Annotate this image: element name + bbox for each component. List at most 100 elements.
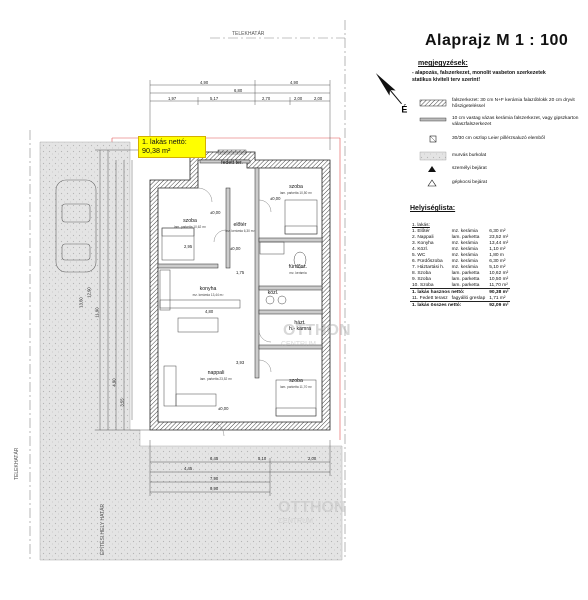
room-sub: mz. kerámia [289, 271, 307, 275]
room-label-fedett-terasz: fedett ter. [221, 160, 243, 166]
dimension-text: 1,75 [236, 270, 245, 275]
notes-body: - alapozás, falszerkezet, monolit vasbet… [412, 70, 546, 83]
room-name: 10. Szoba [412, 282, 434, 288]
terrace-label: 11. Fedett terasz [412, 295, 448, 301]
room-label-konyha: konyha mz. kerámia 13,44 m² [186, 286, 230, 298]
svg-text:CENTRUM: CENTRUM [281, 341, 316, 348]
dimension-text: 3,55 [119, 398, 125, 407]
watermark-logo: OTTHON CENTRUM OTTHON CENTRUM [278, 322, 351, 525]
legend-text-vehicle-entry: gépkocsi bejárat [452, 180, 487, 185]
room-floor: lam. parketta [451, 276, 480, 282]
room-sub: lam. parketta 10,62 m² [174, 225, 206, 229]
terrace-value: 1,71 m² [489, 295, 506, 301]
room-floor: lam. parketta [451, 234, 480, 240]
room-label-szoba-left: szoba lam. parketta 10,62 m² [170, 218, 210, 230]
dimension-text: 4,90 [200, 80, 209, 85]
net-area-label: 1. lakás hasznos nettó: [410, 288, 488, 295]
room-label-hazt: házt. h.- kamra [282, 320, 318, 332]
svg-text:CENTRUM: CENTRUM [278, 518, 313, 525]
room-area: 5,10 m² [489, 264, 506, 270]
room-name: szoba [289, 184, 303, 190]
total-area-label: 1. lakás összes nettó: [410, 301, 488, 308]
dimension-text: 4,45 [184, 466, 193, 471]
room-label-szoba-right: szoba lam. parketta 10,50 m² [276, 184, 316, 196]
room-floor: mz. kerámia [451, 258, 478, 264]
room-label-eloter: előtér mz. kerámia 6,30 m² [220, 222, 260, 234]
net-area-highlight: 1. lakás nettó: 90,38 m² [138, 136, 206, 158]
dimension-text: 2,70 [262, 96, 271, 101]
net-area-value: 90,38 m² [487, 288, 511, 295]
dimension-text: 6,45 [210, 456, 219, 461]
table-row: 7. Háztartási h. mz. kerámia 5,10 m² [410, 264, 510, 270]
total-area-row: 1. lakás összes nettó:92,09 m² [410, 301, 511, 308]
level-marker: ±0,00 [270, 196, 281, 201]
interior-walls [157, 159, 323, 379]
dimension-text: 4,90 [290, 80, 299, 85]
boundary-label-left: TELEKHATÁR [14, 447, 20, 480]
room-floor: mz. kerámia [451, 240, 478, 246]
dimension-text: 1,97 [168, 96, 177, 101]
room-area: 10,62 m² [489, 270, 509, 276]
room-name: szoba [289, 378, 303, 384]
thin-wall-icon [419, 117, 447, 122]
room-area: 10,50 m² [489, 276, 509, 282]
dimension-text: 6,80 [234, 88, 243, 93]
svg-text:OTTHON: OTTHON [283, 322, 351, 339]
terrace-floor: fagyálló greslap [451, 295, 486, 301]
paving-icon [419, 151, 447, 161]
table-row: 9. Szoba lam. parketta 10,50 m² [410, 276, 510, 282]
legend-text-hatched-wall: falszerkezet: 30 cm N+F kerámia falazóbl… [452, 98, 575, 109]
room-name: 1. Előtér [412, 228, 430, 234]
room-area: 1,10 m² [489, 246, 506, 252]
legend-text-thin-wall: 10 cm vastag vázas kerámia falszerkezet,… [452, 116, 579, 127]
dimension-text: 2,95 [184, 244, 193, 249]
room-sub: lam. parketta 11,70 m² [280, 385, 312, 389]
room-floor: lam. parketta [451, 270, 480, 276]
level-marker: ±0,00 [218, 406, 229, 411]
room-area: 6,30 m² [489, 258, 506, 264]
room-label-furdo: fürdősz. mz. kerámia [278, 264, 318, 276]
furniture [159, 199, 318, 417]
room-name: 9. Szoba [412, 276, 431, 282]
room-area: 23,52 m² [489, 234, 509, 240]
room-label-kozl: közl. [267, 290, 279, 296]
dimension-lines-left [95, 149, 150, 431]
dimension-text: 4,90 [111, 378, 117, 387]
room-name: előtér [233, 222, 247, 228]
building-limit-label: ÉPÍTÉSI HELY HATÁR [100, 503, 106, 555]
dimension-lines-bottom [149, 440, 331, 496]
room-label-szoba-bottom: szoba lam. parketta 11,70 m² [276, 378, 316, 390]
dimension-text: 2,00 [308, 456, 317, 461]
svg-text:OTTHON: OTTHON [278, 499, 346, 516]
north-arrow: É [375, 73, 407, 114]
level-marker: ±0,00 [230, 246, 241, 251]
room-name: szoba [183, 218, 197, 224]
room-sub: lam. parketta 10,50 m² [280, 191, 312, 195]
room-name: 3. Konyha [412, 240, 434, 246]
room-name: 5. WC [412, 252, 426, 258]
room-floor: mz. kerámia [451, 252, 478, 258]
pedestrian-entry-icon [428, 166, 436, 172]
exterior-wall [149, 151, 331, 431]
highlight-line-2: 90,38 m² [142, 145, 171, 155]
column-icon [429, 135, 437, 143]
room-floor: mz. kerámia [451, 264, 478, 270]
room-list-heading: Helyiséglista: [410, 205, 456, 212]
room-name-2: h.- kamra [289, 326, 311, 332]
room-sub: lam. parketta 23,52 m² [200, 377, 232, 381]
dimension-text: 2,00 [294, 96, 303, 101]
room-name: 8. Szoba [412, 270, 431, 276]
legend-text-paving: murvás burkolat [452, 153, 487, 158]
dimension-text: 5,17 [210, 96, 219, 101]
page-title: Alaprajz M 1 : 100 [425, 32, 569, 49]
net-area-row: 1. lakás hasznos nettó:90,38 m² [410, 288, 511, 295]
car-outline [55, 179, 97, 273]
dimension-text: 13,60 [78, 297, 84, 308]
room-name: 7. Háztartási h. [412, 264, 445, 270]
room-name: 4. Közl. [412, 246, 428, 252]
